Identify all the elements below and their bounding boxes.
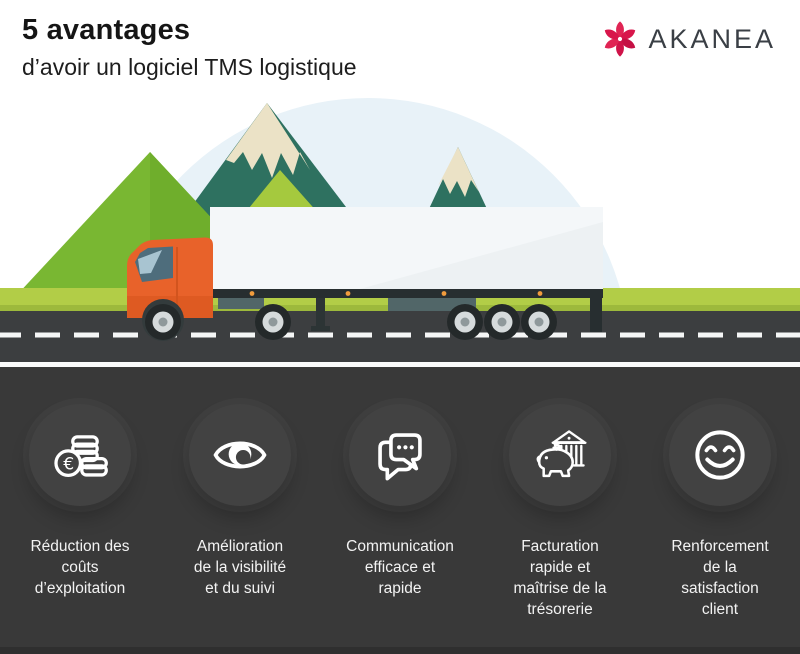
brand-name: AKANEA (648, 23, 776, 54)
benefit-circle (669, 404, 771, 506)
benefit-cost-reduction: € Réduction des coûts d’exploitation (0, 404, 160, 620)
benefit-circle (349, 404, 451, 506)
svg-text:€: € (63, 455, 74, 475)
flower-icon (605, 21, 636, 57)
euro-coins-icon: € (54, 435, 108, 478)
big-snow-cap (226, 103, 310, 178)
landing-gear (316, 298, 325, 328)
window-reflection (138, 250, 162, 274)
chassis-box-rear (388, 298, 476, 311)
benefit-label: Renforcement de la satisfaction client (671, 538, 769, 618)
chat-bubbles-icon (378, 433, 422, 481)
benefits-row: € Réduction des coûts d’exploitation Amé… (0, 367, 800, 620)
benefit-label: Communication efficace et rapide (346, 538, 454, 597)
benefit-label: Amélioration de la visibilité et du suiv… (193, 538, 287, 597)
benefit-label: Facturation rapide et maîtrise de la tré… (513, 538, 607, 618)
benefit-label: Réduction des coûts d’exploitation (30, 538, 130, 597)
truck (127, 207, 603, 341)
chassis-box-front (218, 298, 264, 309)
benefit-circle (189, 404, 291, 506)
benefit-circle: € (29, 404, 131, 506)
smiley-face-icon (695, 430, 745, 480)
mud-flap (590, 298, 602, 332)
benefit-invoicing: Facturation rapide et maîtrise de la tré… (480, 404, 640, 620)
trailer-chassis (213, 289, 603, 298)
wheels (142, 299, 557, 341)
benefit-communication: Communication efficace et rapide (320, 404, 480, 620)
page-subtitle: d’avoir un logiciel TMS logistique (22, 54, 357, 80)
trailer-highlight (210, 207, 603, 289)
benefits-panel: € Réduction des coûts d’exploitation Amé… (0, 362, 800, 654)
truck-illustration (0, 98, 800, 362)
eye-icon (213, 441, 267, 469)
benefit-satisfaction: Renforcement de la satisfaction client (640, 404, 800, 620)
brand-logo: AKANEA (601, 20, 776, 58)
page-title: 5 avantages (22, 14, 191, 46)
piggy-bank-icon (536, 430, 587, 478)
small-snow-cap (438, 147, 479, 197)
benefit-visibility: Amélioration de la visibilité et du suiv… (160, 404, 320, 620)
benefit-circle (509, 404, 611, 506)
